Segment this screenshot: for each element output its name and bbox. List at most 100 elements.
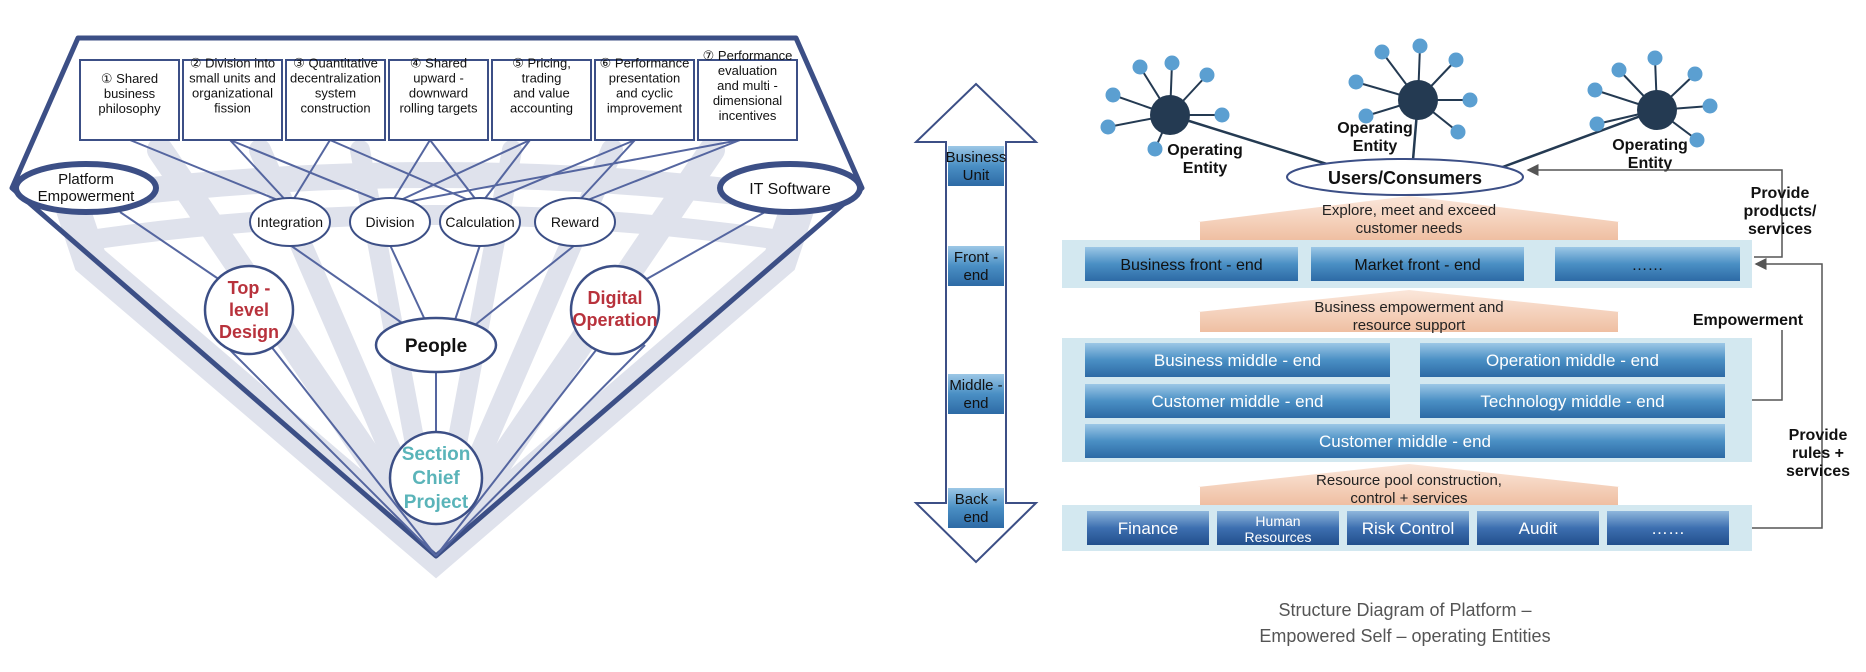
principle-7-line-5: incentives — [719, 108, 777, 123]
digital-operation-node: Digital Operation — [569, 264, 661, 356]
resource-arrow — [1198, 464, 1620, 505]
front-end-bar-2-label: Market front - end — [1354, 257, 1480, 274]
provide-rules-line3: services — [1786, 463, 1850, 480]
users-consumers-label: Users/Consumers — [1328, 168, 1482, 188]
principle-3-line-1: ③ Quantitative — [293, 56, 378, 71]
principle-2-line-4: fission — [214, 101, 251, 116]
back-end-bar-5-label: …… — [1651, 519, 1685, 538]
provide-products-line1: Provide — [1751, 185, 1810, 202]
principle-4-line-3: downward — [409, 86, 468, 101]
level-double-arrow — [913, 82, 1039, 564]
principle-1-line-1: ① Shared — [101, 71, 158, 86]
caption-line1: Structure Diagram of Platform – — [1278, 600, 1531, 620]
principle-4-line-4: rolling targets — [399, 101, 478, 116]
entity-3-satellite-3 — [1687, 66, 1703, 82]
mechanism-label-4: Reward — [551, 214, 599, 230]
back-end-bar-4-label: Audit — [1519, 519, 1558, 538]
principle-3-line-2: decentralization — [290, 71, 381, 86]
entity-1-satellite-2 — [1132, 59, 1148, 75]
flow-arrows: Explore, meet and exceed customer needs … — [1198, 196, 1620, 507]
principle-5-line-4: accounting — [510, 101, 573, 116]
middle-end-bars: Business middle - end Operation middle - … — [1085, 343, 1725, 458]
middle-end-bar-2-label: Operation middle - end — [1486, 351, 1659, 370]
entity-1-satellite-7 — [1147, 141, 1163, 157]
back-end-bar-3-label: Risk Control — [1362, 519, 1455, 538]
entity-1-hub — [1150, 95, 1190, 135]
explore-line1: Explore, meet and exceed — [1322, 202, 1496, 219]
empower-arrow — [1198, 290, 1620, 332]
platform-empowerment-line1: Platform — [58, 171, 114, 188]
entity-3-label-line1: Operating — [1612, 137, 1688, 154]
entity-3-label-line2: Entity — [1628, 155, 1673, 172]
middle-end-bar-5: Customer middle - end — [1085, 424, 1725, 458]
level-1-line1: Business — [946, 149, 1007, 166]
principle-1-line-3: philosophy — [98, 101, 161, 116]
mechanism-node-4: Reward — [534, 197, 616, 247]
top-level-design-node: Top - level Design — [203, 264, 295, 356]
middle-end-bar-4-label: Technology middle - end — [1480, 392, 1664, 411]
middle-end-bar-2: Operation middle - end — [1420, 343, 1725, 377]
entity-2-satellite-5 — [1450, 124, 1466, 140]
entity-2-satellite-3 — [1448, 52, 1464, 68]
front-end-bar-1: Business front - end — [1085, 247, 1298, 281]
mechanism-node-1: Integration — [249, 197, 331, 247]
explore-arrow — [1198, 196, 1620, 240]
entity-1-satellite-1 — [1105, 87, 1121, 103]
principle-6-line-1: ⑥ Performance — [600, 56, 690, 71]
principle-4-line-1: ④ Shared — [410, 56, 467, 71]
level-label-4: Back -end — [948, 488, 1004, 528]
entity-1-satellite-4 — [1199, 67, 1215, 83]
top-level-design-line1: Top - — [228, 278, 271, 298]
feedback-lines — [1526, 164, 1823, 529]
resource-line2: control + services — [1350, 490, 1467, 507]
principle-5-line-1: ⑤ Pricing, — [512, 56, 571, 71]
back-end-bar-2-line1: Human — [1255, 513, 1300, 529]
middle-end-bar-3-label: Customer middle - end — [1152, 392, 1324, 411]
level-3-line2: end — [963, 395, 988, 412]
caption-line2: Empowered Self – operating Entities — [1259, 626, 1550, 646]
principle-7-line-4: dimensional — [713, 93, 782, 108]
level-2-line2: end — [963, 267, 988, 284]
level-2-line1: Front - — [954, 249, 998, 266]
mechanism-node-2: Division — [349, 197, 431, 247]
principle-3-line-4: construction — [300, 101, 370, 116]
people-node: People — [374, 316, 498, 374]
back-end-bar-2-line2: Resources — [1245, 529, 1312, 545]
entity-2-satellite-7 — [1358, 108, 1374, 124]
digital-operation-line1: Digital — [587, 288, 642, 308]
resource-line1: Resource pool construction, — [1316, 472, 1502, 489]
mechanism-label-1: Integration — [257, 214, 323, 230]
entity-3-satellite-1 — [1611, 62, 1627, 78]
principle-7-line-3: and multi - — [717, 78, 778, 93]
middle-end-bar-1: Business middle - end — [1085, 343, 1390, 377]
platform-empowerment-line2: Empowerment — [38, 188, 136, 205]
people-label: People — [405, 336, 467, 357]
principle-4-line-2: upward - — [413, 71, 464, 86]
entity-2-label-line1: Operating — [1337, 120, 1413, 137]
entity-2-satellite-6 — [1348, 74, 1364, 90]
side-labels: Provide products/ services Empowerment P… — [1693, 185, 1850, 480]
entity-1-satellite-6 — [1100, 119, 1116, 135]
provide-products-line2: products/ — [1744, 203, 1817, 220]
principle-7-line-1: ⑦ Performance — [703, 48, 793, 63]
section-chief-line1: Section — [402, 444, 471, 465]
section-chief-line2: Chief — [412, 468, 460, 489]
middle-end-bar-3: Customer middle - end — [1085, 384, 1390, 418]
front-end-bar-1-label: Business front - end — [1120, 257, 1262, 274]
entity-1-label-line2: Entity — [1183, 160, 1228, 177]
users-consumers-node: Users/Consumers — [1286, 158, 1524, 196]
level-label-2: Front -end — [948, 246, 1004, 286]
entity-2-satellite-1 — [1374, 44, 1390, 60]
top-level-design-line3: Design — [219, 322, 279, 342]
back-end-bar-1-label: Finance — [1118, 519, 1178, 538]
